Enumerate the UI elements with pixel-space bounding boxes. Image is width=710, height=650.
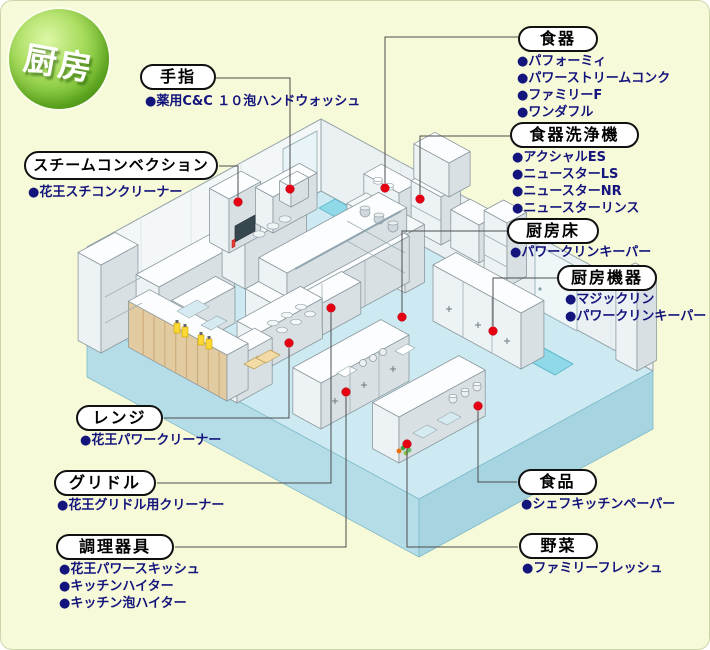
callout-food-label: 食品 bbox=[518, 469, 597, 495]
connector-kitchen-floor bbox=[401, 230, 507, 312]
cleaning-point-dot-steam-convection bbox=[233, 197, 243, 207]
connector-hands bbox=[216, 77, 291, 184]
connector-range bbox=[164, 348, 290, 419]
callout-steam-convection-label: スチームコンベクション bbox=[24, 151, 218, 180]
product-item: ●ワンダフル bbox=[517, 105, 594, 120]
product-item: ●キッチンハイター bbox=[59, 579, 174, 594]
product-item: ●ニュースターLS bbox=[512, 167, 619, 182]
cleaning-point-dot-dishwasher bbox=[415, 194, 425, 204]
callout-vegetables-label: 野菜 bbox=[519, 533, 598, 559]
cleaning-point-dot-hands bbox=[285, 184, 295, 194]
cleaning-point-dot-tableware bbox=[380, 183, 390, 193]
product-item: ●シェフキッチンペーパー bbox=[521, 497, 676, 512]
callout-griddle-label: グリドル bbox=[54, 470, 156, 496]
callout-dishwasher-label: 食器洗浄機 bbox=[510, 122, 639, 148]
product-item: ●パワークリンキーパー bbox=[510, 245, 652, 260]
product-item: ●ファミリーフレッシュ bbox=[522, 561, 663, 576]
cleaning-point-dot-range bbox=[284, 338, 294, 348]
connector-cooking-utensils bbox=[175, 397, 347, 548]
callout-cooking-utensils-label: 調理器具 bbox=[56, 534, 174, 560]
product-item: ●ニュースターNR bbox=[512, 184, 622, 199]
kitchen-badge-label: 厨房 bbox=[20, 38, 97, 89]
connector-kitchen-equipment bbox=[492, 277, 557, 326]
cleaning-point-dot-griddle bbox=[326, 303, 336, 313]
product-item: ●パワークリンキーパー bbox=[565, 309, 707, 324]
product-item: ●パワーストリームコンク bbox=[517, 71, 671, 86]
connector-dishwasher bbox=[419, 135, 510, 194]
product-item: ●花王パワークリーナー bbox=[80, 433, 222, 448]
connector-steam-convection bbox=[219, 165, 239, 197]
product-item: ●ファミリーF bbox=[517, 88, 603, 103]
connector-vegetables bbox=[406, 449, 518, 548]
product-item: ●マジックリン bbox=[565, 292, 655, 307]
cleaning-point-dot-food bbox=[473, 401, 483, 411]
cleaning-point-dot-kitchen-equipment bbox=[488, 326, 498, 336]
product-item: ●薬用C&C １０泡ハンドウォッシュ bbox=[145, 94, 361, 109]
callout-kitchen-equipment-label: 厨房機器 bbox=[557, 265, 657, 291]
kitchen-badge: 厨房 bbox=[9, 9, 109, 109]
connector-tableware bbox=[384, 36, 518, 183]
connector-griddle bbox=[157, 313, 332, 484]
callout-kitchen-floor-label: 厨房床 bbox=[507, 218, 599, 244]
connector-food bbox=[477, 411, 517, 483]
product-item: ●パフォーミィ bbox=[517, 54, 607, 69]
product-item: ●花王スチコンクリーナー bbox=[28, 185, 183, 200]
cleaning-point-dot-cooking-utensils bbox=[341, 387, 351, 397]
product-item: ●花王パワースキッシュ bbox=[59, 562, 200, 577]
product-item: ●アクシャルES bbox=[512, 150, 606, 165]
callout-tableware-label: 食器 bbox=[518, 26, 598, 52]
product-item: ●花王グリドル用クリーナー bbox=[57, 498, 225, 513]
cleaning-point-dot-kitchen-floor bbox=[397, 312, 407, 322]
product-item: ●ニュースターリンス bbox=[512, 201, 640, 216]
cleaning-point-dot-vegetables bbox=[402, 439, 412, 449]
callout-hands-label: 手指 bbox=[140, 64, 216, 90]
product-item: ●キッチン泡ハイター bbox=[59, 596, 187, 611]
callout-range-label: レンジ bbox=[76, 405, 163, 431]
